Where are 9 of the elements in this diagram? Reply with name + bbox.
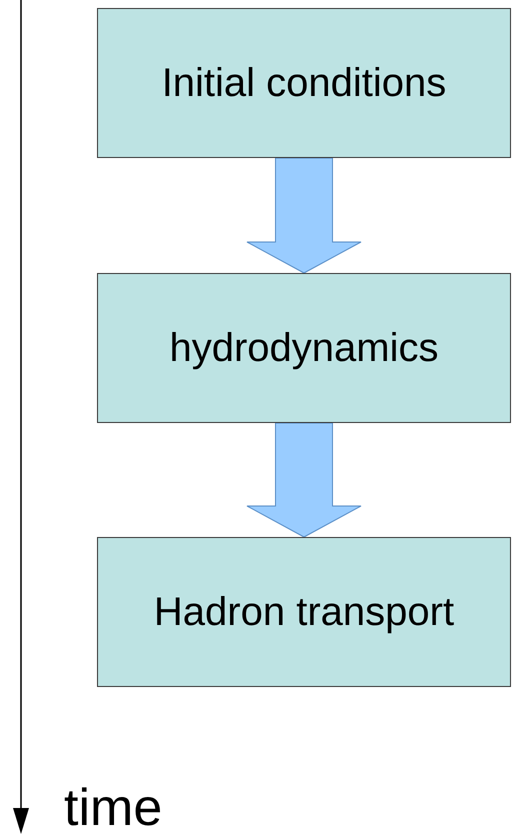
process-box <box>97 273 511 423</box>
block-arrow <box>246 422 362 538</box>
box-label: Initial conditions <box>162 60 446 106</box>
box-label: Hadron transport <box>154 590 454 634</box>
block-arrow <box>246 158 362 274</box>
box-label: hydrodynamics <box>169 326 438 370</box>
axis-label: time <box>64 782 162 834</box>
process-box <box>97 8 511 158</box>
process-box <box>97 537 511 687</box>
